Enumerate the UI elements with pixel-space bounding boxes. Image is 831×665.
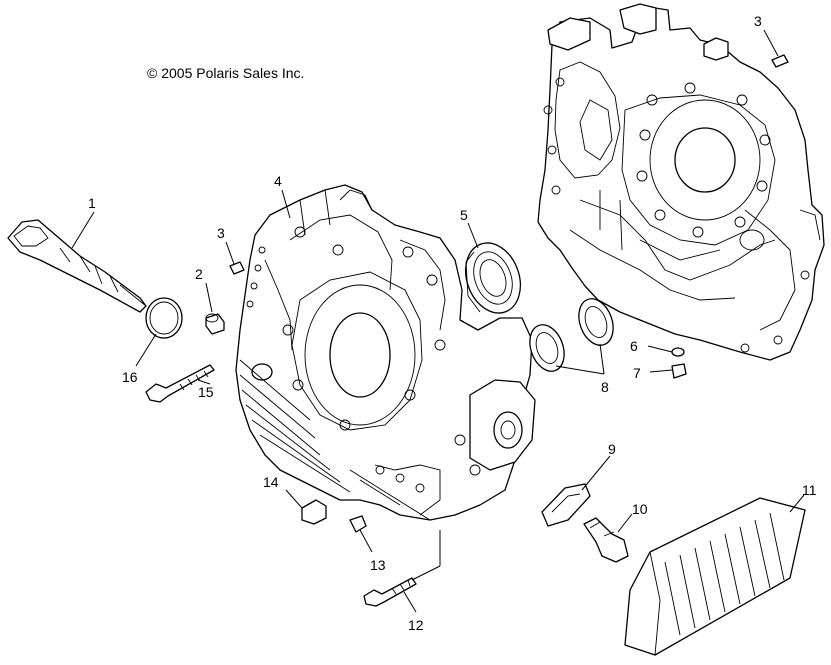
callout-5: 5 <box>460 207 468 223</box>
callout-7: 7 <box>633 365 641 381</box>
plug-part <box>671 363 687 379</box>
left-crankcase-half <box>235 184 536 521</box>
callout-1: 1 <box>88 195 96 211</box>
washer-part <box>671 347 685 357</box>
gasket-part <box>541 483 591 527</box>
plug-14-part <box>301 499 327 525</box>
callout-8: 8 <box>601 379 609 395</box>
callout-10: 10 <box>632 501 648 517</box>
callout-16: 16 <box>122 369 138 385</box>
callout-4: 4 <box>274 173 282 189</box>
bolt-12-part <box>363 577 417 607</box>
callout-3-left: 3 <box>217 225 225 241</box>
long-bolt-part <box>145 364 215 403</box>
dowel-pin-right-part <box>771 54 789 68</box>
copyright-text: © 2005 Polaris Sales Inc. <box>147 65 304 81</box>
right-crankcase-half <box>537 3 825 361</box>
callout-6: 6 <box>630 338 638 354</box>
bushing-part <box>205 313 225 335</box>
leader-lines <box>71 29 805 613</box>
regulator-part <box>624 497 806 656</box>
callout-11: 11 <box>802 482 817 498</box>
callout-3-right: 3 <box>754 13 762 29</box>
callout-9: 9 <box>608 441 616 457</box>
fitting-part <box>583 517 629 563</box>
o-ring-part <box>145 297 183 339</box>
callout-15: 15 <box>198 384 214 400</box>
callout-12: 12 <box>408 617 424 633</box>
callout-labels: 1 2 3 3 4 5 6 7 8 9 10 11 12 13 14 15 16 <box>88 13 817 633</box>
callout-13: 13 <box>370 557 386 573</box>
dipstick-part <box>7 219 147 313</box>
bushing-13-part <box>349 515 367 533</box>
oil-seal-lower-part <box>529 324 565 372</box>
callout-2: 2 <box>195 266 203 282</box>
dowel-pin-left-part <box>229 261 245 275</box>
oil-seal-upper-part <box>578 298 614 346</box>
bearing-large-part <box>464 242 522 314</box>
callout-14: 14 <box>263 474 279 490</box>
